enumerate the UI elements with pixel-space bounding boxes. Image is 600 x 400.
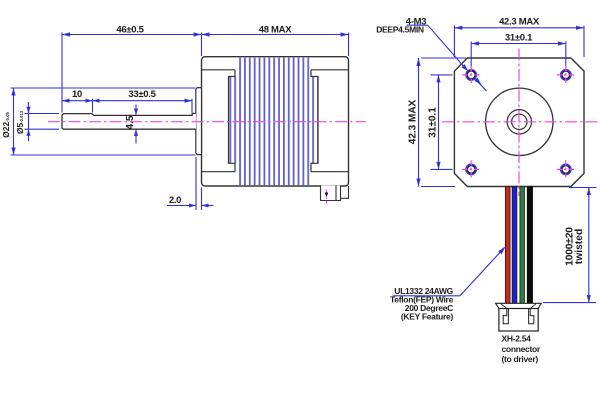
svg-text:10: 10 — [72, 89, 82, 100]
svg-text:DEEP4.5MIN: DEEP4.5MIN — [376, 25, 424, 35]
svg-text:Ø5-0.013: Ø5-0.013 — [15, 110, 25, 134]
svg-text:33±0.5: 33±0.5 — [128, 89, 156, 100]
svg-text:31±0.1: 31±0.1 — [428, 107, 439, 138]
svg-text:(KEY Feature): (KEY Feature) — [401, 312, 454, 322]
svg-text:connector: connector — [502, 344, 541, 354]
svg-text:(to driver): (to driver) — [502, 354, 539, 364]
svg-text:200 DegreeC: 200 DegreeC — [405, 303, 453, 313]
svg-text:4-M3: 4-M3 — [406, 17, 426, 28]
svg-text:46±0.5: 46±0.5 — [116, 25, 144, 36]
svg-text:2.0: 2.0 — [169, 195, 181, 206]
svg-text:42.3 MAX: 42.3 MAX — [499, 17, 540, 28]
svg-text:Ø22-0.05: Ø22-0.05 — [1, 112, 11, 138]
svg-text:48 MAX: 48 MAX — [259, 25, 292, 36]
svg-text:UL1332 24AWG: UL1332 24AWG — [394, 286, 453, 296]
svg-text:Teflon(FEP) Wire: Teflon(FEP) Wire — [390, 295, 454, 305]
svg-text:1000±20twisted: 1000±20twisted — [565, 227, 586, 266]
svg-text:4.5: 4.5 — [125, 115, 136, 129]
svg-text:31±0.1: 31±0.1 — [505, 33, 533, 44]
svg-text:XH-2.54: XH-2.54 — [502, 334, 532, 344]
svg-text:42.3 MAX: 42.3 MAX — [408, 99, 419, 144]
